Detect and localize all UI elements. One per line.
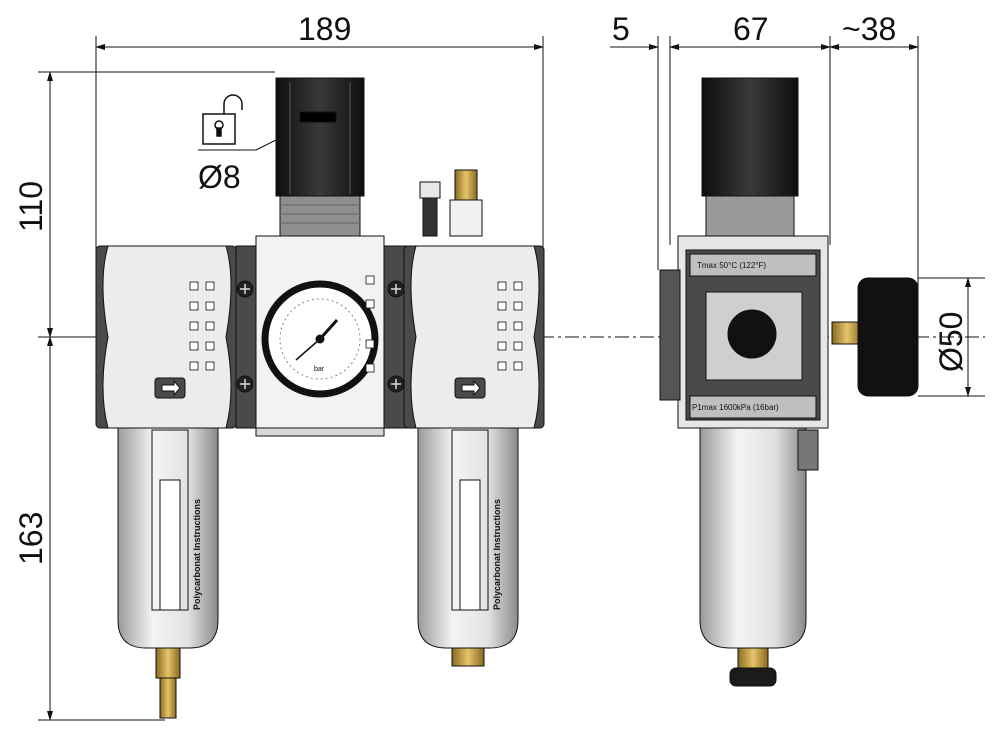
pmax-label: P1max 1600kPa (16bar) [692, 403, 779, 412]
dim-height-top: 110 [13, 181, 49, 232]
bowl-text-right: Polycarbonat Instructions [492, 499, 502, 610]
bowl-text-left: Polycarbonat Instructions [192, 499, 202, 610]
dim-side-gauge: ~38 [842, 11, 896, 47]
padlock-icon [202, 94, 243, 145]
gauge-unit: bar [314, 366, 325, 373]
tmax-label: Tmax 50°C (122°F) [697, 261, 766, 270]
dim-lock-diameter: Ø8 [198, 159, 241, 195]
dim-side-width: 67 [733, 11, 769, 47]
side-view [659, 77, 919, 687]
dim-side-offset: 5 [612, 11, 630, 47]
dim-height-bottom: 163 [13, 512, 49, 565]
dim-width-total: 189 [298, 11, 351, 47]
dim-gauge-diameter: Ø50 [933, 312, 969, 372]
front-view [95, 77, 545, 719]
